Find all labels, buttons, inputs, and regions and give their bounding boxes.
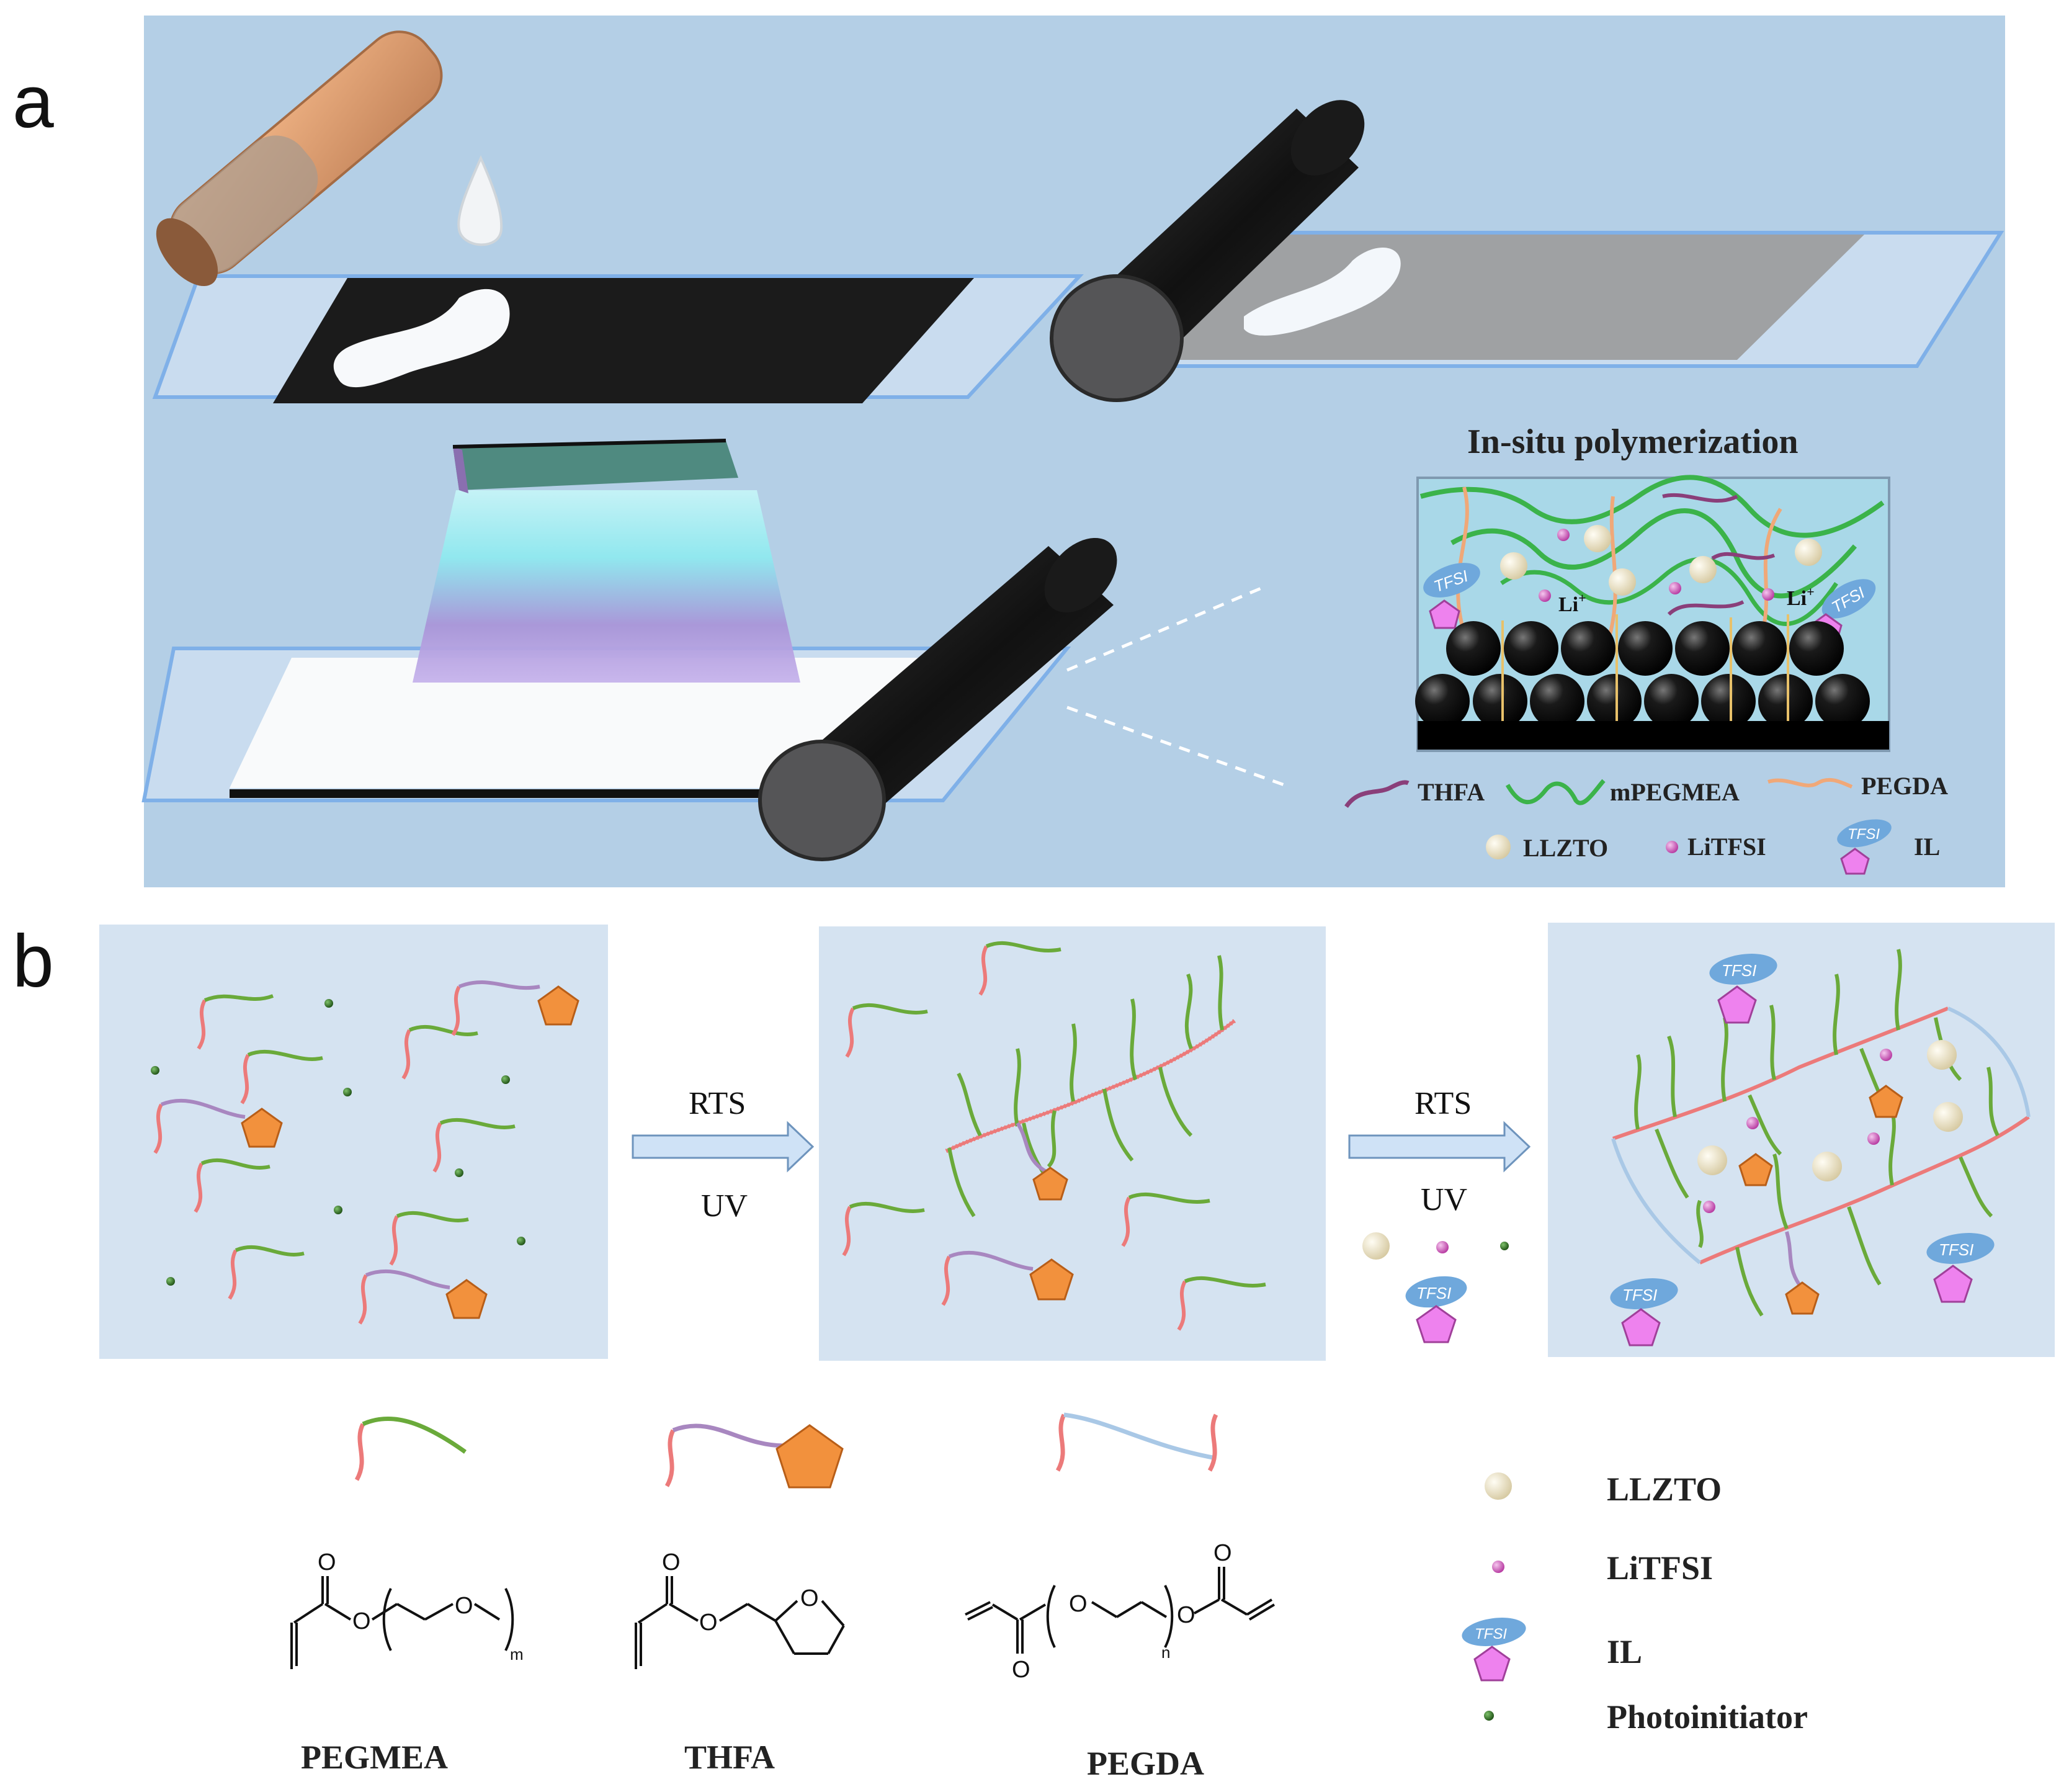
pegmea-o1: O xyxy=(318,1549,336,1575)
slurry-puddle-1 xyxy=(333,289,510,388)
legend-llzto: LLZTO xyxy=(1523,834,1608,862)
legend-pegda: PEGDA xyxy=(1861,772,1948,800)
pegda-o3: O xyxy=(1177,1602,1195,1628)
cured-film xyxy=(230,658,962,788)
electrode-particle-layer xyxy=(1415,614,1870,728)
li-label-1: Li+ xyxy=(1558,590,1586,616)
legend-b: LLZTO LiTFSI TFSI IL Photoinitiator xyxy=(1462,1471,1808,1736)
legend-a: THFA mPEGMEA PEGDA LLZTO LiTFSI TFSI IL xyxy=(1344,772,1948,875)
thfa-label: THFA xyxy=(684,1739,775,1776)
pegmea-subscript: m xyxy=(510,1645,524,1664)
pegmea-o2: O xyxy=(352,1608,371,1634)
pegda-o1: O xyxy=(1069,1591,1088,1617)
uv-lamp xyxy=(452,439,738,493)
network-box: TFSI TFSI TFSI xyxy=(1548,923,2055,1357)
thfa-o1: O xyxy=(662,1549,681,1575)
arrow-2: RTS UV TFSI xyxy=(1348,1086,1531,1343)
structure-icons xyxy=(354,1412,1218,1487)
slurry-puddle-2 xyxy=(1244,247,1401,336)
polymer-box xyxy=(819,926,1326,1361)
pegmea-structure xyxy=(290,1576,514,1669)
uv-light-beam xyxy=(413,490,800,683)
legend-b-il: IL xyxy=(1607,1633,1642,1670)
li-label-2: Li+ xyxy=(1787,584,1815,610)
svg-text:TFSI: TFSI xyxy=(1848,826,1880,843)
svg-text:TFSI: TFSI xyxy=(1622,1286,1657,1304)
pegda-structure xyxy=(965,1567,1276,1654)
arrow-2-bottom: UV xyxy=(1421,1182,1467,1217)
legend-thfa: THFA xyxy=(1418,778,1485,806)
legend-mpegmea: mPEGMEA xyxy=(1610,778,1740,806)
monomer-box xyxy=(99,925,608,1359)
svg-text:TFSI: TFSI xyxy=(1475,1626,1507,1642)
svg-text:TFSI: TFSI xyxy=(1722,961,1756,980)
inset-diagram: TFSI TFSI Li+ Li+ xyxy=(1415,475,1890,752)
roller-2 xyxy=(758,537,1117,861)
legend-il: IL xyxy=(1914,833,1940,861)
box-polymer xyxy=(819,926,1326,1361)
arrow-1-top: RTS xyxy=(689,1086,746,1121)
legend-litfsi: LiTFSI xyxy=(1687,833,1766,861)
thfa-o2: O xyxy=(699,1610,718,1636)
current-collector xyxy=(1418,721,1889,750)
panel-b-label: b xyxy=(12,920,54,1003)
legend-b-litfsi: LiTFSI xyxy=(1607,1549,1713,1587)
grey-film xyxy=(1129,235,1864,360)
pegmea-o3: O xyxy=(455,1593,473,1619)
arrow-1: RTS UV xyxy=(632,1086,815,1224)
roller-1 xyxy=(1050,100,1365,402)
pegda-label: PEGDA xyxy=(1087,1745,1204,1782)
pegmea-label: PEGMEA xyxy=(301,1739,448,1776)
thfa-o3: O xyxy=(800,1585,819,1611)
dropper-pen xyxy=(156,30,443,287)
panel-a-label: a xyxy=(12,60,54,143)
curing-step xyxy=(141,439,1285,861)
arrow-2-top: RTS xyxy=(1414,1086,1472,1121)
coating-step xyxy=(152,30,1084,403)
spreading-step xyxy=(1050,100,2004,402)
svg-text:TFSI: TFSI xyxy=(1939,1240,1973,1259)
legend-b-photoinitiator: Photoinitiator xyxy=(1607,1698,1808,1736)
arrow-1-bottom: UV xyxy=(701,1188,748,1224)
pegda-subscript: n xyxy=(1161,1643,1170,1662)
bottom-electrode xyxy=(230,789,875,798)
zoom-line-top xyxy=(1066,585,1266,672)
droplet xyxy=(457,155,503,246)
box-monomers xyxy=(99,925,608,1359)
pegda-o4: O xyxy=(1213,1540,1232,1566)
thfa-structure xyxy=(635,1576,845,1669)
legend-b-llzto: LLZTO xyxy=(1607,1471,1722,1508)
thfa-ring-icon xyxy=(775,1424,844,1489)
inset-title: In-situ polymerization xyxy=(1467,423,1799,461)
electrode-1 xyxy=(273,278,974,403)
pegda-o2: O xyxy=(1012,1657,1030,1683)
svg-text:TFSI: TFSI xyxy=(1416,1284,1451,1302)
